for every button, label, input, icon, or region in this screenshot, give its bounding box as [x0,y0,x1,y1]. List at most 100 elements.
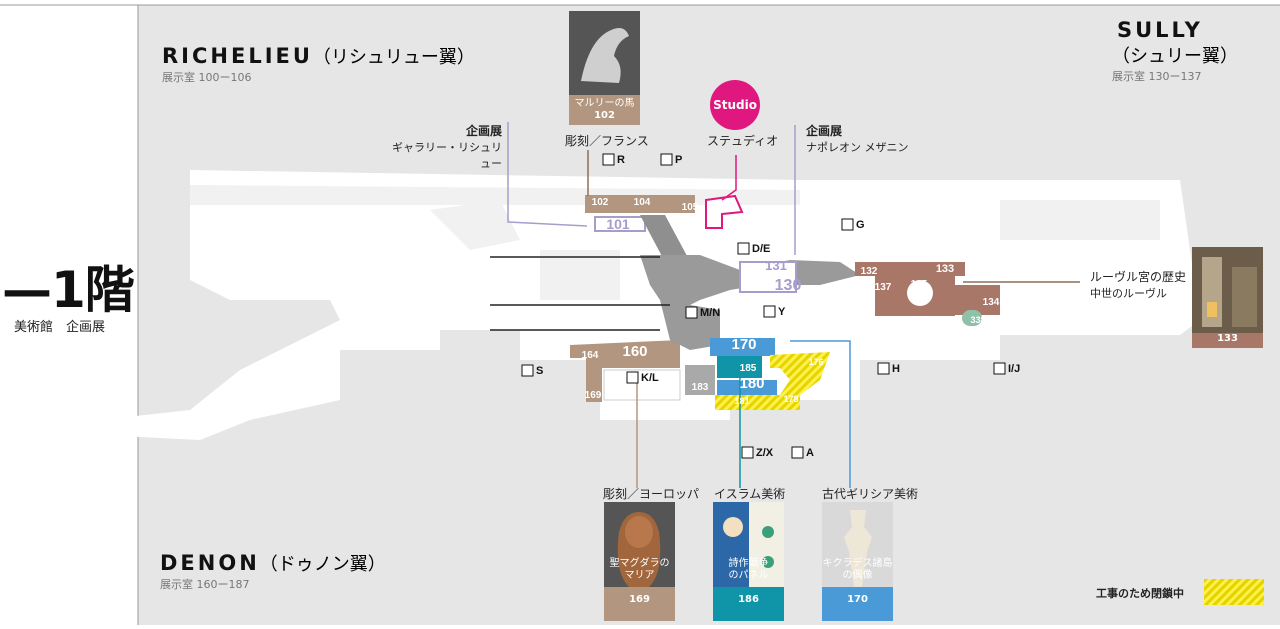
callout-studio: ステュディオ [707,134,779,148]
wing-jp: （リシュリュー翼） [312,47,475,68]
artwork-caption: 詩作競争 のパネル 186 [713,546,784,618]
elevator-icon [877,362,890,375]
cycladic-idol-image [822,502,893,587]
elevator-icon [737,242,750,255]
lift-label-D/E: D/E [752,243,770,255]
elevator-icon [841,218,854,231]
callout-exhibit-richelieu: 企画展 ギャラリー・リシュリュー [390,122,502,171]
legend: 工事のため閉鎖中 [1096,582,1184,601]
elevator-icon [741,446,754,459]
room-label-178: 178 [783,394,798,404]
callout-sub: ギャラリー・リシュリュー [392,141,502,170]
artwork-room: 169 [629,594,650,605]
room-label-170: 170 [731,336,756,353]
callout-sculpture-france: 彫刻／フランス [565,134,649,148]
room-label-133: 133 [936,263,954,275]
floor-subtitle: 美術館 企画展 [14,320,106,335]
callout-sub: 中世のルーヴル [1090,287,1167,300]
room-label-104: 104 [634,197,651,208]
lift-label-Z/X: Z/X [756,447,774,459]
artwork-card-louvre-history[interactable]: 133 [1192,247,1263,348]
magdalene-image [604,502,675,587]
artwork-card-cycladic[interactable]: キクラデス諸島 の偶像 170 [822,502,893,621]
wing-jp: （シュリー翼） [1112,46,1238,67]
artwork-room: 133 [1217,333,1238,344]
lift-label-I/J: I/J [1008,363,1020,375]
studio-logo: Studio [710,80,760,130]
callout-sub: ナポレオン メザニン [806,141,909,154]
wing-rooms: 展示室 160ー187 [160,578,250,591]
room-label-169: 169 [585,390,602,401]
room-label-135: 135 [911,279,928,290]
callout-title: 企画展 [465,124,502,138]
artwork-room: 186 [738,594,759,605]
elevator-icon [660,153,673,166]
denon-wing: DENON（ドゥノン翼） 展示室 160ー187 [160,550,386,592]
callout-sculpture-europe: 彫刻／ヨーロッパ [603,487,700,501]
callout-exhibit-napoleon: 企画展 ナポレオン メザニン [806,122,909,155]
room-label-181: 181 [734,396,749,406]
poetry-panel-image [713,502,784,587]
lift-label-H: H [892,363,900,375]
room-label-102: 102 [592,197,609,208]
artwork-caption: 聖マグダラの マリア 169 [604,546,675,618]
sully-rooms [855,262,1000,326]
wing-name: SULLY [1117,18,1203,42]
artwork-room: 170 [847,594,868,605]
artwork-caption: マルリーの馬 102 [569,98,640,122]
artwork-card-poetry[interactable]: 詩作競争 のパネル 186 [713,502,784,621]
room-label-134: 134 [983,297,1000,308]
callout-title: ルーヴル宮の歴史 [1090,270,1187,284]
artwork-title: キクラデス諸島 の偶像 [822,558,893,581]
artwork-caption: キクラデス諸島 の偶像 170 [822,546,893,618]
room-label-130: 130 [775,277,802,294]
lift-label-P: P [675,154,682,166]
lift-label-M/N: M/N [700,307,720,319]
room-label-160: 160 [622,343,647,360]
lift-label-K/L: K/L [641,372,659,384]
elevator-icon [685,306,698,319]
legend-closed-label: 工事のため閉鎖中 [1096,587,1184,600]
lift-label-A: A [806,447,814,459]
wing-name: DENON [160,551,260,575]
artwork-room: 102 [594,110,615,121]
artwork-title: 聖マグダラの マリア [609,558,670,581]
artwork-card-magdalene[interactable]: 聖マグダラの マリア 169 [604,502,675,621]
artwork-title: 詩作競争 のパネル [728,558,769,581]
room-label-137: 137 [875,282,892,293]
elevator-icon [763,305,776,318]
lift-label-G: G [856,219,865,231]
callout-louvre-history: ルーヴル宮の歴史 中世のルーヴル [1090,268,1186,301]
room-label-183: 183 [692,382,709,393]
medieval-louvre-image [1192,247,1263,333]
callout-lines [490,122,1080,488]
room-label-338: 338 [970,315,985,325]
room-label-131: 131 [765,258,787,273]
horse-sculpture-image [569,11,640,95]
elevator-icon [521,364,534,377]
room-label-176: 176 [808,357,823,367]
room-label-132: 132 [861,266,878,277]
studio-area [705,194,744,229]
denon-rooms [570,300,777,402]
wing-name: RICHELIEU [162,44,313,68]
richelieu-wing: RICHELIEU（リシュリュー翼） 展示室 100ー106 [162,43,475,85]
callout-ancient-greek: 古代ギリシア美術 [822,487,919,501]
sully-wing: SULLY （シュリー翼） 展示室 130ー137 [1112,18,1238,84]
elevator-icon [602,153,615,166]
lift-label-S: S [536,365,543,377]
floor-number: —1階 [2,261,135,319]
elevator-icon [993,362,1006,375]
room-label-164: 164 [582,350,599,361]
artwork-card-marly[interactable]: マルリーの馬 102 [569,11,640,125]
lift-label-R: R [617,154,625,166]
artwork-title: マルリーの馬 [574,98,635,109]
callout-title: 企画展 [806,124,843,138]
room-label-105: 105 [682,202,699,213]
callout-islamic-art: イスラム美術 [714,487,786,501]
wing-rooms: 展示室 130ー137 [1112,70,1202,83]
wing-jp: （ドゥノン翼） [259,554,386,575]
